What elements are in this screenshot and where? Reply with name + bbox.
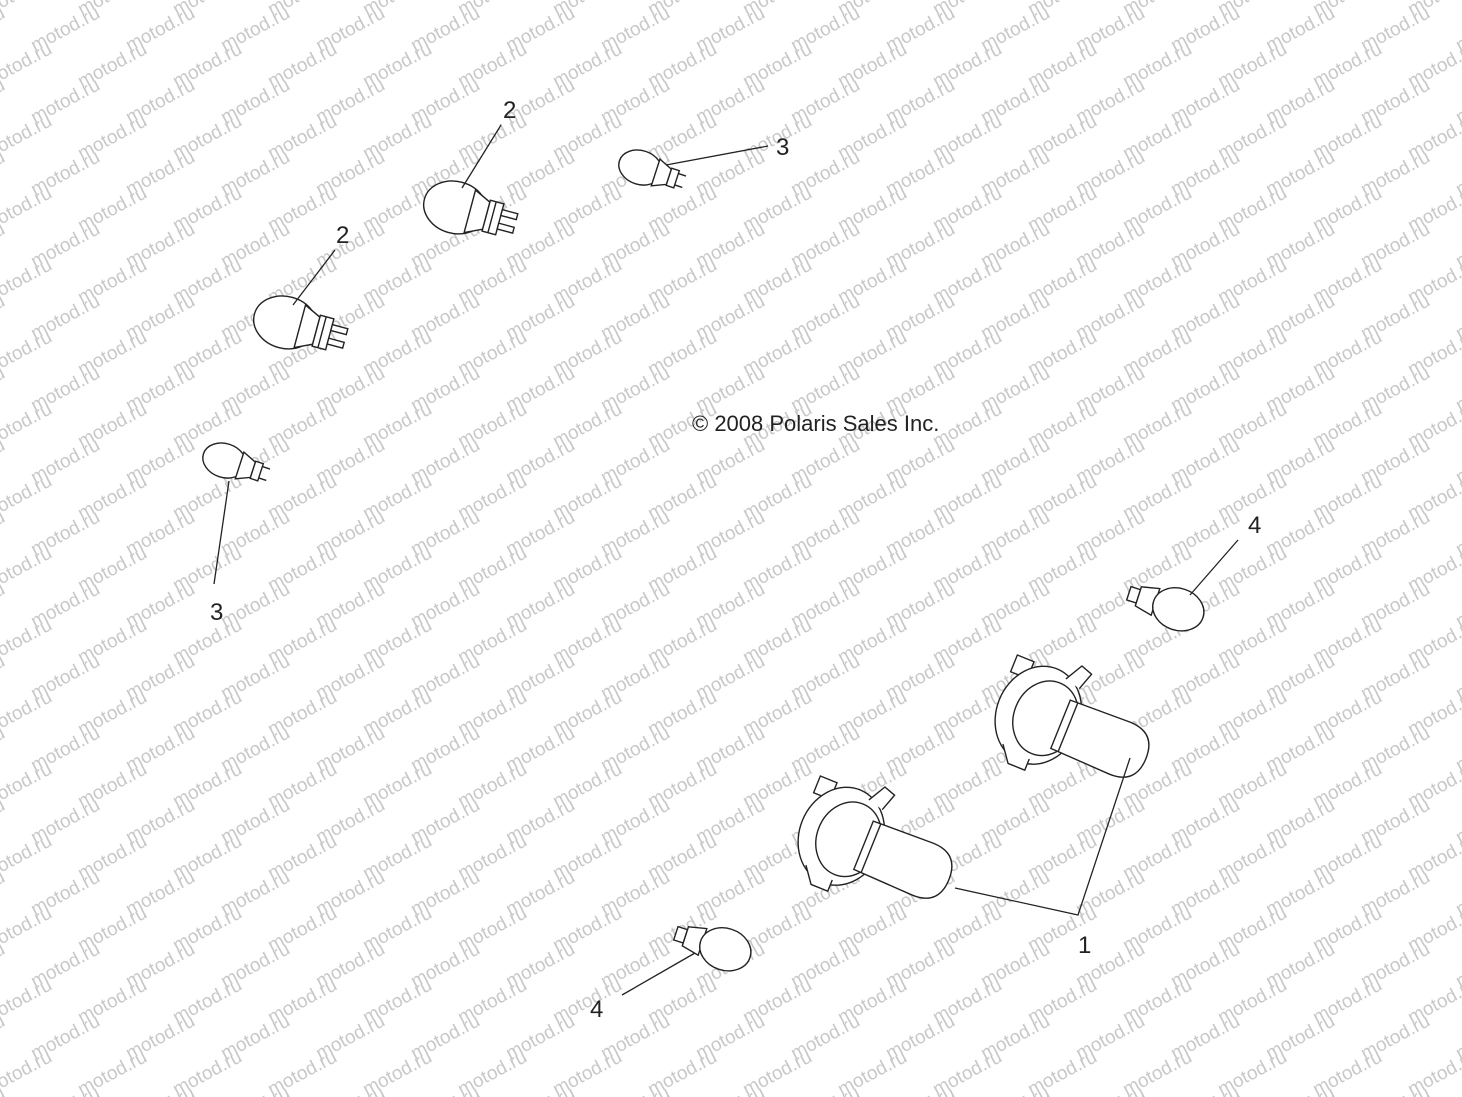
bulb-3-upper [618, 149, 687, 189]
leader-line-3-lower [213, 480, 230, 585]
callout-1: 1 [1078, 932, 1091, 959]
leader-line-4-left [621, 952, 696, 996]
headlight-bulb-lower [797, 775, 953, 899]
bulb-4-left [672, 925, 752, 972]
callout-3-upper: 3 [776, 134, 789, 161]
copyright-text: © 2008 Polaris Sales Inc. [692, 411, 939, 436]
callout-2-lower: 2 [336, 222, 349, 249]
bulb-2-lower [253, 295, 349, 351]
callout-4-left: 4 [590, 996, 603, 1023]
leader-line-4-right [1189, 539, 1239, 596]
bulb-2-upper [423, 180, 519, 236]
leader-line-1 [954, 757, 1131, 916]
headlight-bulb-upper [994, 654, 1150, 778]
bulb-4-right [1125, 585, 1205, 632]
leader-line-2-lower [292, 249, 336, 306]
bulb-3-lower [202, 442, 271, 482]
callout-4-right: 4 [1248, 512, 1261, 539]
callout-2-upper: 2 [503, 97, 516, 124]
leader-line-2-upper [461, 124, 502, 189]
leader-line-3-upper [665, 145, 769, 166]
callout-3-lower: 3 [210, 599, 223, 626]
